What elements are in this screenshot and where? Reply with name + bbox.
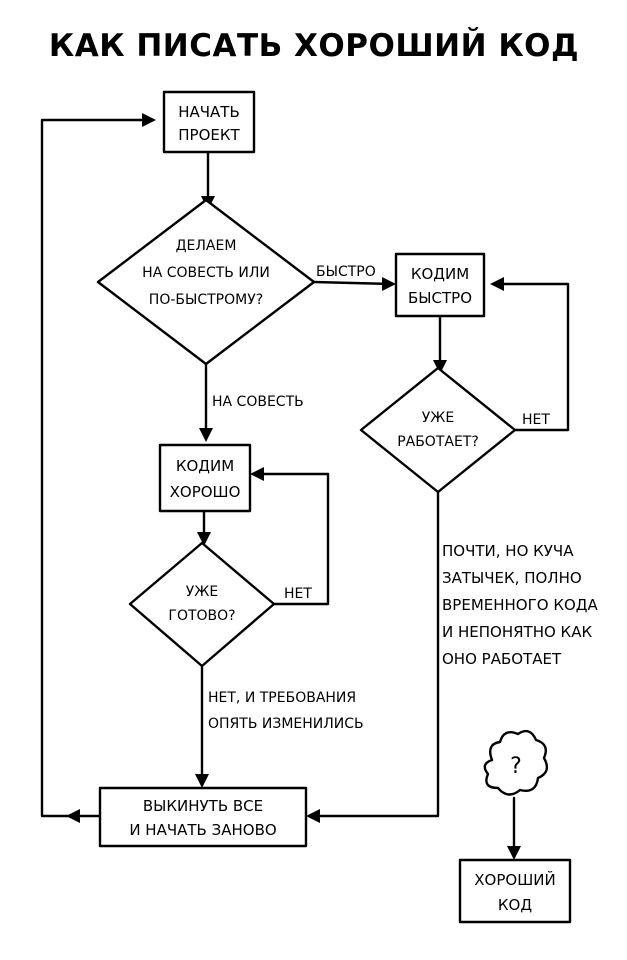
- node-mystery: ?: [483, 729, 549, 796]
- node-decision-ready: УЖЕ ГОТОВО?: [128, 541, 276, 668]
- ready-diamond: [128, 541, 276, 668]
- edge-label-almost-line1: ПОЧТИ, НО КУЧА: [442, 542, 574, 560]
- arrowhead: [433, 360, 447, 374]
- code-fast-label-line1: КОДИМ: [411, 265, 469, 283]
- arrowhead: [66, 809, 80, 823]
- arrowhead: [490, 277, 504, 291]
- decision-label-line3: ПО-БЫСТРОМУ?: [149, 292, 263, 308]
- restart-box: [98, 786, 308, 848]
- decision-label-line1: ДЕЛАЕМ: [176, 238, 237, 254]
- arrowhead: [195, 774, 209, 788]
- node-start-project: НАЧАТЬ ПРОЕКТ: [162, 90, 256, 154]
- restart-label-line2: И НАЧАТЬ ЗАНОВО: [129, 821, 276, 839]
- code-fast-box: [394, 252, 486, 318]
- code-good-box: [158, 443, 252, 513]
- edge-label-almost-line3: ВРЕМЕННОГО КОДА: [442, 596, 598, 614]
- edge-labels: БЫСТРО НА СОВЕСТЬ НЕТ НЕТ НЕТ, И ТРЕБОВА…: [208, 264, 598, 732]
- start-label-line1: НАЧАТЬ: [178, 103, 240, 121]
- works-label-line1: УЖЕ: [422, 410, 454, 426]
- edge-ready-no-loop: [254, 472, 330, 606]
- edge-label-fast: БЫСТРО: [316, 264, 376, 280]
- edge-restart-to-start: [40, 118, 152, 818]
- edge-works-to-restart: [310, 490, 440, 818]
- mystery-label: ?: [510, 754, 522, 779]
- arrowhead: [507, 846, 521, 860]
- start-label-line2: ПРОЕКТ: [178, 126, 240, 144]
- code-fast-label-line2: БЫСТРО: [408, 289, 472, 307]
- node-code-fast: КОДИМ БЫСТРО: [394, 252, 486, 318]
- edge-label-requirements-line1: НЕТ, И ТРЕБОВАНИЯ: [208, 690, 356, 706]
- arrowhead: [306, 809, 320, 823]
- arrowheads: [66, 113, 521, 860]
- decision-diamond: [96, 198, 316, 366]
- node-code-good: КОДИМ ХОРОШО: [158, 443, 252, 513]
- code-good-label-line1: КОДИМ: [176, 457, 234, 475]
- arrowhead: [197, 532, 211, 546]
- arrowhead: [250, 467, 264, 481]
- connectors: [40, 118, 570, 856]
- edge-decide-to-fast: [312, 280, 394, 286]
- node-restart: ВЫКИНУТЬ ВСЕ И НАЧАТЬ ЗАНОВО: [98, 786, 308, 848]
- edge-label-works-no: НЕТ: [522, 412, 550, 428]
- edge-label-requirements-line2: ОПЯТЬ ИЗМЕНИЛИСЬ: [208, 716, 364, 732]
- node-decision-works: УЖЕ РАБОТАЕТ?: [359, 366, 517, 494]
- works-label-line2: РАБОТАЕТ?: [397, 434, 479, 450]
- node-decision-approach: ДЕЛАЕМ НА СОВЕСТЬ ИЛИ ПО-БЫСТРОМУ?: [96, 198, 316, 366]
- arrowhead: [199, 428, 213, 442]
- edge-label-properly: НА СОВЕСТЬ: [212, 394, 304, 410]
- page-title: КАК ПИСАТЬ ХОРОШИЙ КОД: [49, 28, 579, 64]
- ready-label-line2: ГОТОВО?: [168, 608, 235, 624]
- edge-works-no-loop: [494, 282, 570, 432]
- good-code-label-line1: ХОРОШИЙ: [474, 870, 555, 889]
- edge-label-ready-no: НЕТ: [284, 586, 312, 602]
- node-good-code: ХОРОШИЙ КОД: [458, 858, 572, 924]
- arrowhead: [382, 277, 396, 291]
- mystery-cloud: [483, 729, 549, 796]
- good-code-box: [458, 858, 572, 924]
- edge-label-almost-line5: ОНО РАБОТАЕТ: [442, 650, 562, 668]
- edge-label-almost-line4: И НЕПОНЯТНО КАК: [442, 623, 592, 641]
- good-code-label-line2: КОД: [498, 896, 532, 914]
- edge-label-almost-line2: ЗАТЫЧЕК, ПОЛНО: [442, 569, 582, 587]
- restart-label-line1: ВЫКИНУТЬ ВСЕ: [143, 797, 263, 815]
- start-box: [162, 90, 256, 154]
- ready-label-line1: УЖЕ: [186, 584, 218, 600]
- arrowhead: [142, 113, 156, 127]
- code-good-label-line2: ХОРОШО: [170, 483, 241, 501]
- decision-label-line2: НА СОВЕСТЬ ИЛИ: [142, 265, 270, 281]
- works-diamond: [359, 366, 517, 494]
